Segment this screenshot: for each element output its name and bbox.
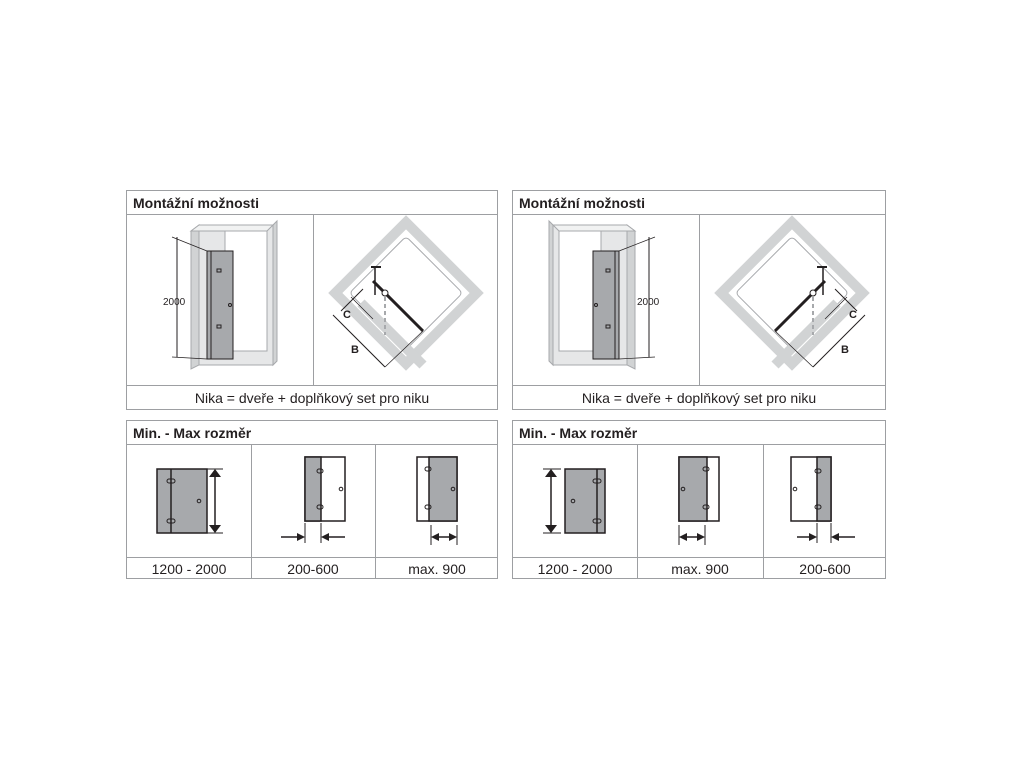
right-mounting-panel: Montážní možnosti 2000 C B <box>512 190 886 410</box>
height-range-diagram <box>543 468 606 534</box>
niche-plan-view: C B <box>714 215 870 371</box>
divider <box>251 445 252 579</box>
dimension-value: 1200 - 2000 <box>151 561 227 577</box>
dim-c-label: C <box>343 309 351 321</box>
dimension-value: 200-600 <box>287 561 339 577</box>
left-dimensions-title: Min. - Max rozměr <box>127 421 497 445</box>
mounting-caption: Nika = dveře + doplňkový set pro niku <box>581 390 817 406</box>
divider <box>127 385 497 386</box>
door-width-diagram <box>678 456 720 545</box>
panel-width-diagram <box>281 456 346 543</box>
mounting-caption: Nika = dveře + doplňkový set pro niku <box>194 390 430 406</box>
dimension-value: 1200 - 2000 <box>537 561 613 577</box>
dim-c-label: C <box>849 309 857 321</box>
height-label: 2000 <box>637 297 660 308</box>
height-range-diagram <box>156 468 223 534</box>
panel-width-diagram <box>790 456 855 543</box>
dimension-value: 200-600 <box>799 561 851 577</box>
dimension-value: max. 900 <box>671 561 729 577</box>
niche-3d-illustration: 2000 <box>163 219 278 370</box>
dimension-value: max. 900 <box>408 561 466 577</box>
divider <box>637 445 638 579</box>
divider <box>313 215 314 385</box>
door-width-diagram <box>416 456 458 545</box>
niche-3d-illustration: 2000 <box>548 219 660 370</box>
divider <box>513 385 885 386</box>
left-mounting-panel: Montážní možnosti 2000 <box>126 190 498 410</box>
divider <box>513 557 885 558</box>
height-label: 2000 <box>163 297 186 308</box>
divider <box>763 445 764 579</box>
right-mounting-title: Montážní možnosti <box>513 191 885 215</box>
niche-plan-view: C B <box>328 215 484 371</box>
left-mounting-title: Montážní možnosti <box>127 191 497 215</box>
dim-b-label: B <box>351 344 359 356</box>
divider <box>127 557 497 558</box>
right-dimensions-title: Min. - Max rozměr <box>513 421 885 445</box>
right-dimensions-panel: Min. - Max rozměr <box>512 420 886 579</box>
dim-b-label: B <box>841 344 849 356</box>
divider <box>699 215 700 385</box>
divider <box>375 445 376 579</box>
left-dimensions-panel: Min. - Max rozměr <box>126 420 498 579</box>
